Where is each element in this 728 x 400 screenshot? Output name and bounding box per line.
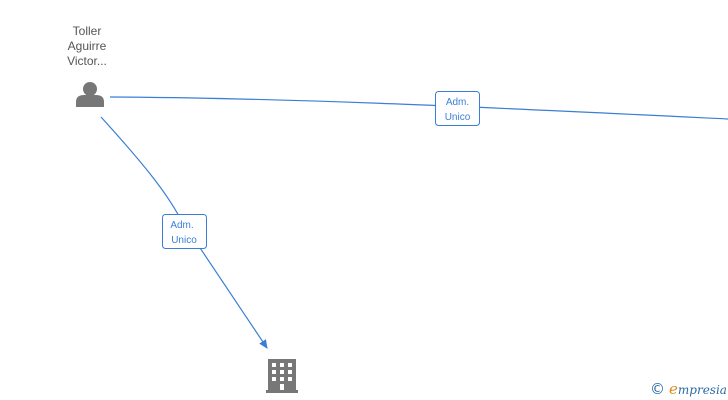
brand-watermark: © empresia (650, 380, 727, 398)
copyright-icon: © (650, 379, 665, 398)
edge-label-1-line-2: Unico (445, 112, 471, 123)
person-name[interactable]: Toller Aguirre Victor... (52, 24, 122, 69)
person-icon[interactable] (76, 82, 104, 107)
edge-label-box-1[interactable]: Adm. Unico (435, 91, 480, 126)
person-name-line-1: Toller (72, 24, 102, 38)
brand-first-letter: e (669, 380, 678, 398)
edge-label-2-line-2: Unico (171, 235, 197, 246)
edge-label-1-line-1: Adm. (446, 97, 469, 108)
person-name-line-3: Victor... (67, 54, 107, 68)
building-icon[interactable] (266, 359, 298, 393)
edge-line-to-right[interactable] (109, 96, 728, 120)
edge-label-2-line-1: Adm. (170, 220, 193, 231)
brand-rest: mpresia (677, 383, 727, 397)
edge-label-box-2[interactable]: Adm. Unico (162, 214, 207, 249)
person-name-line-2: Aguirre (67, 39, 107, 53)
brand-name: empresia (669, 380, 727, 398)
